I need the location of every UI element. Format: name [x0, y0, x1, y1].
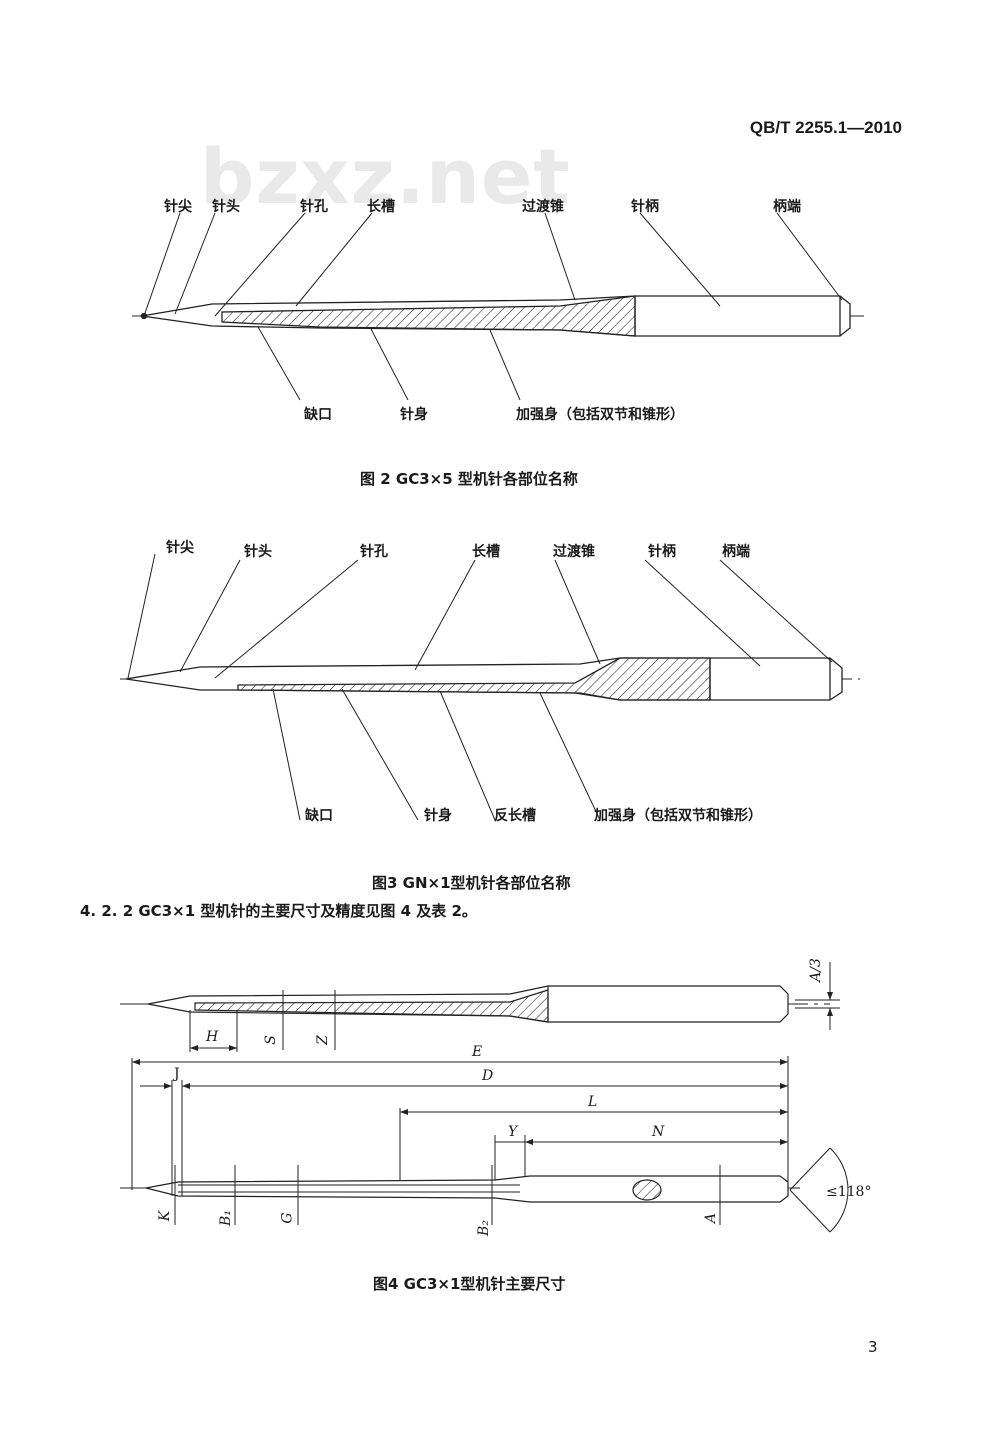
fig3-label-short-groove: 反长槽: [494, 808, 536, 824]
dim-b2: B₂: [475, 1220, 492, 1236]
dim-g: G: [279, 1212, 296, 1224]
dim-j: J: [174, 1066, 180, 1082]
fig2-label-head: 针头: [212, 199, 240, 215]
dim-angle: ≤118°: [826, 1184, 872, 1200]
page-number: 3: [868, 1338, 878, 1356]
section-4-2-2: 4. 2. 2 GC3×1 型机针的主要尺寸及精度见图 4 及表 2。: [80, 902, 477, 920]
fig2-label-butt: 柄端: [773, 199, 801, 215]
fig3-label-shank: 针柄: [648, 544, 676, 560]
figure4-needle-bottom: [120, 1056, 849, 1233]
dim-z: Z: [314, 1035, 331, 1045]
fig2-label-tip: 针尖: [164, 199, 192, 215]
dim-a3: A/3: [807, 958, 824, 982]
figure3-needle: [120, 553, 860, 821]
figure2-needle: [132, 212, 870, 401]
figure4-caption: 图4 GC3×1型机针主要尺寸: [373, 1275, 566, 1293]
dim-e: E: [472, 1044, 483, 1060]
dim-d: D: [482, 1068, 494, 1084]
fig3-label-taper: 过渡锥: [553, 544, 595, 560]
fig2-label-eye: 针孔: [300, 199, 328, 215]
fig2-label-blade: 针身: [400, 407, 428, 423]
fig2-label-shank: 针柄: [631, 199, 659, 215]
dim-k: K: [157, 1210, 174, 1222]
fig3-label-eye: 针孔: [360, 544, 388, 560]
dim-l: L: [588, 1094, 598, 1110]
fig3-label-butt: 柄端: [722, 544, 750, 560]
dim-y: Y: [508, 1124, 518, 1140]
fig3-label-tip: 针尖: [166, 540, 194, 556]
dim-n: N: [652, 1124, 665, 1140]
figure4-needle-top: [120, 962, 840, 1052]
figure3-caption: 图3 GN×1型机针各部位名称: [372, 874, 571, 892]
fig3-label-head: 针头: [244, 544, 272, 560]
fig2-label-reinforced: 加强身（包括双节和锥形）: [516, 407, 684, 423]
dim-s: S: [262, 1035, 279, 1045]
watermark: bzxz.net: [200, 132, 571, 221]
fig2-label-long-groove: 长槽: [367, 199, 395, 215]
fig3-label-reinforced: 加强身（包括双节和锥形）: [594, 808, 762, 824]
fig2-label-scarf: 缺口: [304, 407, 332, 423]
standard-code: QB/T 2255.1—2010: [749, 118, 902, 137]
dim-a: A: [703, 1212, 720, 1224]
fig3-label-long-groove: 长槽: [472, 544, 500, 560]
fig2-label-taper: 过渡锥: [522, 199, 564, 215]
fig3-label-blade: 针身: [424, 808, 452, 824]
dim-b1: B₁: [217, 1210, 234, 1226]
fig3-label-scarf: 缺口: [305, 808, 333, 824]
dim-h: H: [206, 1029, 219, 1045]
figure2-caption: 图 2 GC3×5 型机针各部位名称: [360, 470, 578, 488]
